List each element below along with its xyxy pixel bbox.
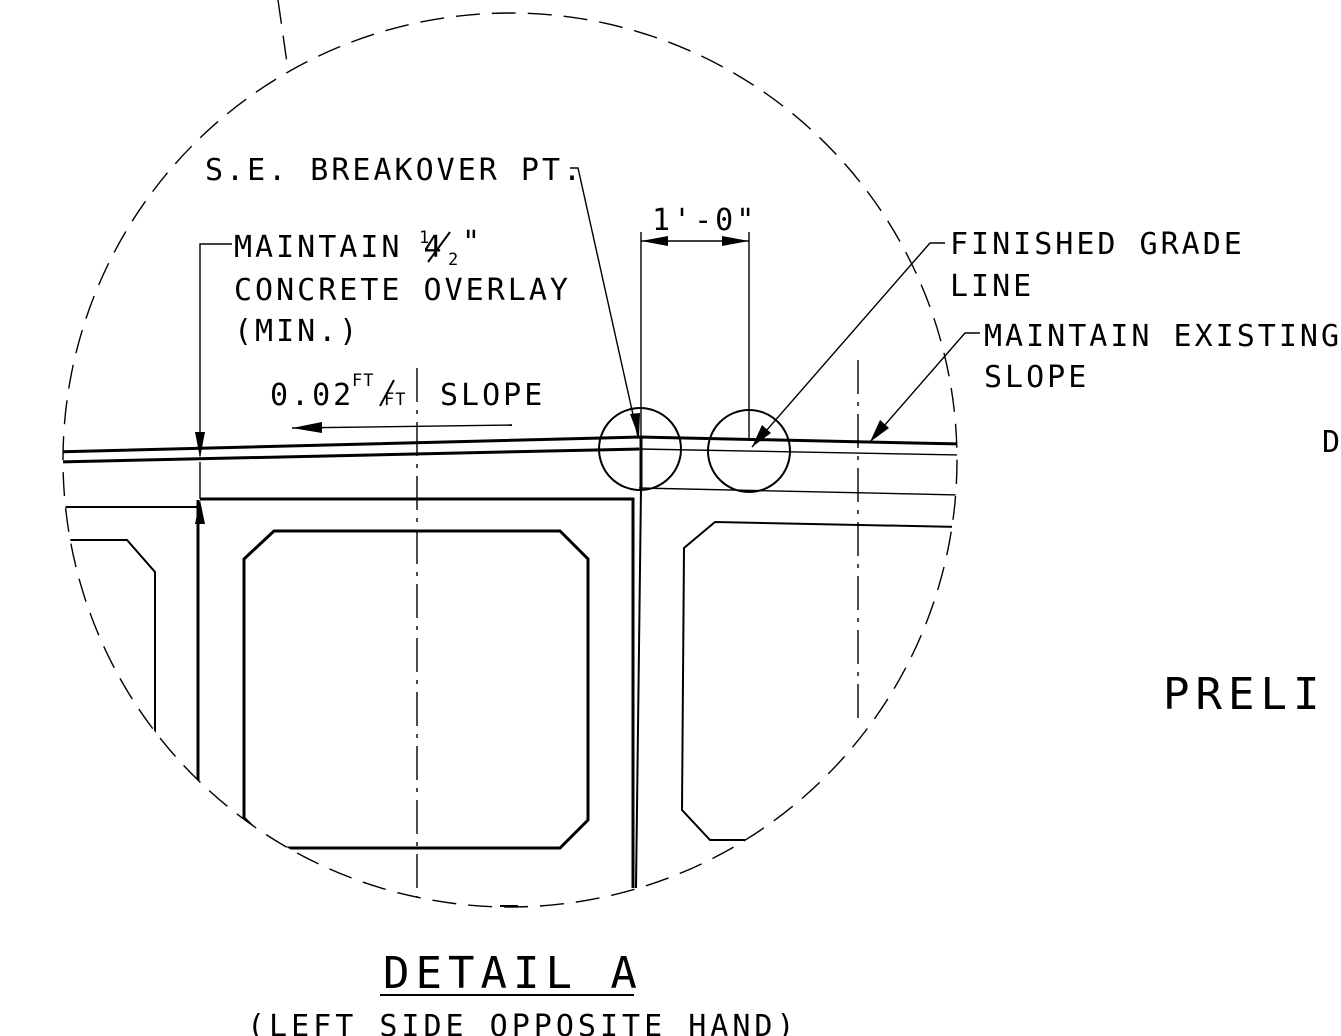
dimension-1ft: 1'-0" — [640, 203, 757, 440]
partial-right-text-2: PRELI — [1163, 669, 1325, 720]
partial-right-text-1: D — [1322, 425, 1341, 460]
detail-boundary — [62, 0, 958, 908]
girder-outline — [200, 497, 635, 888]
detail-title: DETAIL A (LEFT SIDE OPPOSITE HAND) — [247, 948, 799, 1036]
maintain-slope-label-1: MAINTAIN EXISTING — [984, 319, 1341, 354]
slope-unit-numerator: FT — [352, 371, 374, 391]
breakover-leader: S.E. BREAKOVER PT. — [205, 153, 640, 438]
slope-value: 0.02 — [270, 378, 354, 413]
detail-leader-line — [277, 0, 289, 71]
slope-word: SLOPE — [440, 378, 545, 413]
overlay-label-2: CONCRETE OVERLAY — [234, 273, 571, 308]
detail-title-main: DETAIL A — [383, 948, 643, 999]
overlay-label-3: (MIN.) — [234, 314, 360, 349]
slope-unit-denominator: FT — [384, 390, 406, 410]
overlay-fraction-denominator: 2 — [448, 250, 459, 270]
dimension-label: 1'-0" — [652, 203, 757, 238]
overlay-label-1: MAINTAIN 4 — [234, 230, 445, 265]
detail-title-sub: (LEFT SIDE OPPOSITE HAND) — [247, 1009, 799, 1036]
slope-annotation: 0.02 FT FT SLOPE — [270, 371, 545, 433]
slab-section — [63, 360, 957, 900]
overlay-inch-mark: " — [462, 225, 483, 260]
overlay-fraction-numerator: 1 — [419, 228, 430, 248]
finished-grade-label-1: FINISHED GRADE — [950, 227, 1245, 262]
finished-grade-leader: FINISHED GRADE LINE — [751, 227, 1245, 448]
overlay-leader: MAINTAIN 4 1 2 " CONCRETE OVERLAY (MIN.) — [195, 225, 571, 524]
breakover-label: S.E. BREAKOVER PT. — [205, 153, 584, 188]
existing-slope-leader: MAINTAIN EXISTING SLOPE — [869, 319, 1341, 443]
right-void — [680, 520, 957, 841]
finished-grade-line — [63, 435, 957, 454]
breakover-point-marker — [598, 407, 682, 491]
overlay-bottom-line — [63, 447, 640, 464]
maintain-slope-label-2: SLOPE — [984, 360, 1089, 395]
finished-grade-label-2: LINE — [950, 269, 1034, 304]
box-void — [242, 529, 590, 850]
